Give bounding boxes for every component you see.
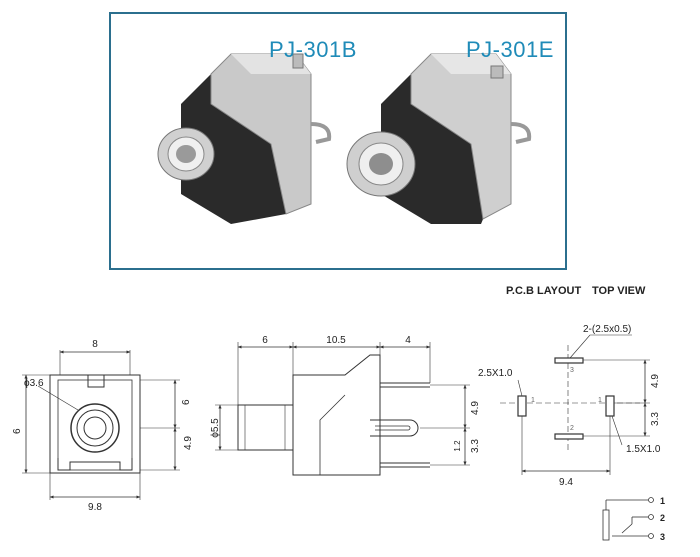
- model-label-301e: PJ-301E: [466, 37, 554, 62]
- dim-side-gap: 1.2: [453, 440, 462, 452]
- dim-side-pitch: 4.9: [470, 401, 481, 415]
- pcb-layout-drawing: [500, 334, 650, 475]
- pcb-pad-size-right: 1.5X1.0: [626, 444, 661, 455]
- schematic-pin1: 1: [660, 496, 665, 506]
- model-label-301b: PJ-301B: [269, 37, 357, 62]
- pcb-pad-size-left: 2.5X1.0: [478, 368, 513, 379]
- front-view-drawing: [22, 350, 180, 500]
- dim-side-c: 4: [405, 335, 411, 346]
- dim-side-low: 3.3: [470, 439, 481, 453]
- dim-side-b: 10.5: [326, 335, 346, 346]
- pcb-pin1-left: 1: [531, 397, 535, 404]
- product-photo-panel: PJ-301B PJ-301E: [109, 12, 567, 270]
- jack-photo-301b: [157, 53, 332, 224]
- pcb-span: 9.4: [559, 477, 573, 488]
- pcb-slot-size: 2-(2.5x0.5): [583, 324, 631, 335]
- dim-front-width-bottom: 9.8: [88, 502, 102, 513]
- dim-front-bore: ϕ3.6: [24, 378, 44, 389]
- dim-front-right-lower: 4.9: [183, 436, 194, 450]
- pcb-pin1-right: 1: [598, 397, 602, 404]
- dim-front-width-top: 8: [92, 339, 98, 350]
- dim-front-right-upper: 6: [181, 399, 192, 405]
- pcb-v-lower: 3.3: [650, 412, 661, 426]
- jack-photo-301e: [346, 53, 532, 224]
- schematic-drawing: [602, 497, 654, 541]
- pcb-pin3: 3: [570, 367, 574, 374]
- dim-side-a: 6: [262, 335, 268, 346]
- top-view-heading: TOP VIEW: [592, 285, 646, 297]
- schematic-pin3: 3: [660, 532, 665, 542]
- side-view-drawing: [215, 342, 470, 476]
- pcb-v-upper: 4.9: [650, 374, 661, 388]
- pcb-pin2: 2: [570, 425, 574, 432]
- product-photos: [157, 53, 532, 224]
- dim-side-barrel: ϕ5.5: [210, 418, 221, 438]
- pcb-layout-heading: P.C.B LAYOUT: [506, 285, 582, 297]
- schematic-pin2: 2: [660, 513, 665, 523]
- dim-front-height: 6: [12, 428, 23, 434]
